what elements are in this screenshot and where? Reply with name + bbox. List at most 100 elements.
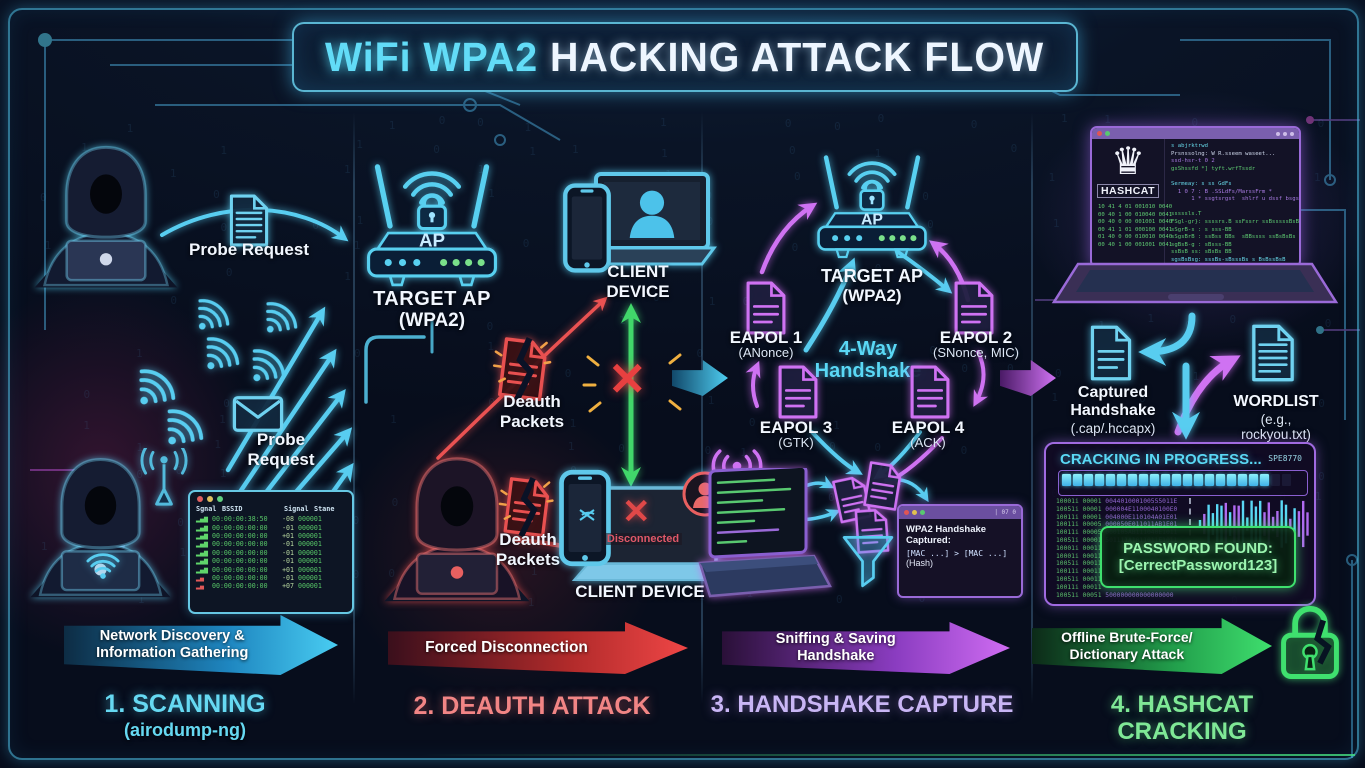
hashcat-laptop-base [1051,262,1339,304]
deauth-label-2b: Packets [495,550,561,569]
title-rest: HACKING ATTACK FLOW [538,33,1045,80]
eapol3-label: EAPOL 3 [759,418,833,437]
wordlist-sub-label: (e.g., rockyou.txt) [1241,412,1311,443]
deauth-label-1a: Deauth [503,392,561,411]
stage4-title: 4. HASHCAT CRACKING [1110,691,1254,745]
hashcat-logo-icon: ♛ [1110,141,1146,183]
captured-sub-label: (.cap/.hccapx) [1070,421,1156,436]
window-dot-green [920,510,925,515]
handshake-center-label-2: Handshake [814,360,922,382]
panel-divider-1 [353,112,355,704]
probe-request-bottom-label-1: Probe [256,430,306,449]
bottom-accent-line [420,754,1355,756]
target-ap-router [356,158,508,292]
target-ap-router-2 [808,150,936,263]
password-found-box: PASSWORD FOUND: [CerrectPassword123] [1100,526,1296,588]
envelope-icon-probe [232,395,284,433]
cracking-speed-text: SPE8770 [1268,454,1302,463]
terminal-dot-yellow [207,496,213,502]
stage1-subtitle: (airodump-ng) [124,720,246,740]
eapol1-label: EAPOL 1 [729,328,803,347]
progress-bar [1058,470,1308,496]
capture-window-line4: (Hash) [906,558,934,568]
stage3-title: 3. HANDSHAKE CAPTURE [710,691,1014,718]
stage1-title: 1. SCANNING [104,690,266,718]
terminal-dot-red [197,496,203,502]
eapol4-label: EAPOL 4 [891,418,965,437]
deauth-label-1b: Packets [499,412,565,431]
stage2-banner-text: Forced Disconnection [425,638,588,656]
password-found-value: [CerrectPassword123] [1118,557,1278,574]
terminal-header-row: Sgnal BSSID Signal Stane [190,504,352,514]
wordlist-icon [1248,322,1298,384]
capture-result-window: | 07 0 WPA2 Handshake Captured: [MAC ...… [897,504,1023,598]
hashcat-dots-right [1276,131,1294,136]
target-ap-sub-label: (WPA2) [398,310,466,331]
cracked-lock-icon [1272,598,1348,684]
eapol3-sub: (GTK) [778,435,814,450]
stage4-banner-text: Offline Brute-Force/Dictionary Attack [1061,629,1193,662]
client-bottom-label: CLIENT DEVICE [575,582,705,601]
eapol1-sub: (ANonce) [738,345,794,360]
title-banner: WiFi WPA2 HACKING ATTACK FLOW [292,22,1078,92]
client-device-top [562,172,717,288]
title-highlight: WiFi WPA2 [325,33,539,80]
stage1-banner-text: Network Discovery &Information Gathering [96,627,249,661]
hashcat-dot-red [1097,131,1102,136]
wifi-icon-laptop [86,552,120,580]
capture-window-line2: Captured: [906,535,951,546]
hashcat-logo-text: HASHCAT [1096,184,1160,198]
capture-window-line1: WPA2 Handshake [906,524,987,535]
wordlist-label: WORDLIST [1233,393,1319,410]
airodump-terminal-window: Sgnal BSSID Signal Stane ▂▄▆00:00:00:38:… [188,490,354,614]
captured-label-2: Handshake [1070,402,1156,419]
client-top-label-2: DEVICE [606,282,670,301]
window-corner-text: | 07 0 [994,509,1016,516]
disconnected-x-mark: ✕ [622,493,651,531]
disconnected-label: Disconnected [603,533,683,545]
capture-window-line3: [MAC ...] > [MAC ...] [906,549,1008,558]
target-ap-2-sub-label: (WPA2) [842,286,902,305]
blocked-x-mark: ✕ [608,353,647,405]
terminal-col-bssid: BSSID [222,505,243,513]
panel-divider-2 [701,112,703,704]
client-top-label-1: CLIENT [607,262,669,281]
stage2-title: 2. DEAUTH ATTACK [413,692,651,720]
target-ap-2-label: TARGET AP [821,266,923,286]
cracking-title: CRACKING IN PROGRESS... [1060,451,1262,468]
hacker-figure-1 [32,140,180,290]
page-title: WiFi WPA2 HACKING ATTACK FLOW [325,34,1044,81]
terminal-col-station: Stane [314,505,335,513]
password-found-label: PASSWORD FOUND: [1123,540,1273,557]
sniffer-laptop [698,468,832,598]
antenna-icon [138,448,190,510]
terminal-dot-green [217,496,223,502]
handshake-center-label-1: 4-Way [838,338,898,360]
captured-handshake-icon [1086,324,1136,382]
terminal-col-signal-bars: Sgnal [196,505,217,513]
panel-divider-3 [1031,112,1033,704]
probe-request-bottom-label-2: Request [247,450,315,469]
funnel-icon [840,534,896,594]
probe-request-top-label: Probe Request [189,240,309,259]
spark-burst [582,353,688,413]
target-ap-label: TARGET AP [373,288,491,310]
deauth-label-2a: Deauth [499,530,557,549]
captured-label-1: Captured [1077,384,1149,401]
waveform-divider [1189,498,1191,546]
eapol4-sub: (ACK) [910,435,946,450]
eapol3-doc-icon [774,364,822,420]
terminal-col-signal: Signal [284,505,309,513]
eapol4-doc-icon [906,364,954,420]
stage4-banner-arrow: Offline Brute-Force/Dictionary Attack [1032,618,1272,674]
eapol2-label: EAPOL 2 [939,328,1013,347]
cracking-progress-window: CRACKING IN PROGRESS... SPE8770 10001i 0… [1044,442,1316,606]
eapol2-sub: (SNonce, MIC) [933,345,1019,360]
